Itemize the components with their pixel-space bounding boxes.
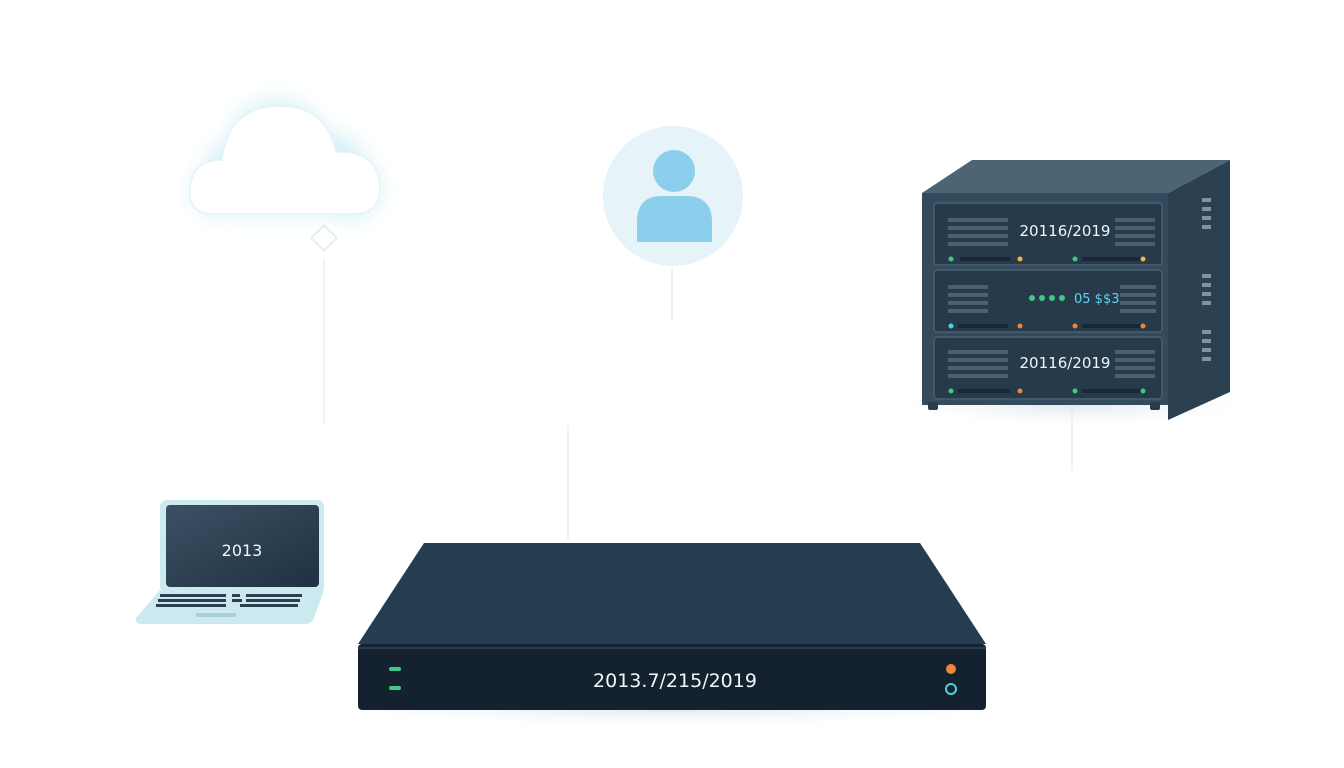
switch-led-2 (389, 686, 401, 690)
laptop-trackpad (196, 613, 236, 617)
server-status-leds (1029, 295, 1065, 301)
network-switch-icon (358, 543, 986, 710)
server-side (1168, 160, 1230, 420)
cloud-icon (189, 105, 381, 215)
switch-led-1 (389, 667, 401, 671)
laptop-keyboard (156, 594, 302, 607)
laptop-node: 2013 (135, 500, 324, 624)
switch-front-label: 2013.7/215/2019 (593, 670, 757, 692)
server-unit-1: 20116/2019 (933, 202, 1163, 266)
server-unit-2: 05 $$3 (933, 269, 1163, 333)
laptop-screen (166, 505, 319, 587)
user-node (603, 126, 743, 266)
server-side-vents (1202, 198, 1211, 361)
server-top (922, 160, 1230, 193)
server-unit-3: 20116/2019 (933, 336, 1163, 400)
cloud-port-diamond (310, 224, 338, 252)
laptop-icon (135, 500, 324, 624)
user-icon (637, 150, 712, 242)
server-unit-3-label: 20116/2019 (1020, 354, 1111, 372)
server-node: 20116/2019 05 $$3 (906, 160, 1242, 426)
switch-status-teal (945, 683, 957, 695)
laptop-screen-label: 2013 (222, 541, 263, 560)
cloud-node (189, 100, 381, 252)
server-unit-1-label: 20116/2019 (1020, 222, 1111, 240)
laptop-base (135, 590, 324, 624)
server-unit-2-label: 05 $$3 (1074, 292, 1120, 307)
switch-node: 2013.7/215/2019 (337, 543, 1007, 726)
switch-top (358, 543, 986, 644)
switch-front (358, 644, 986, 710)
server-rack-icon: 20116/2019 05 $$3 (922, 160, 1230, 420)
switch-status-orange (946, 664, 956, 674)
